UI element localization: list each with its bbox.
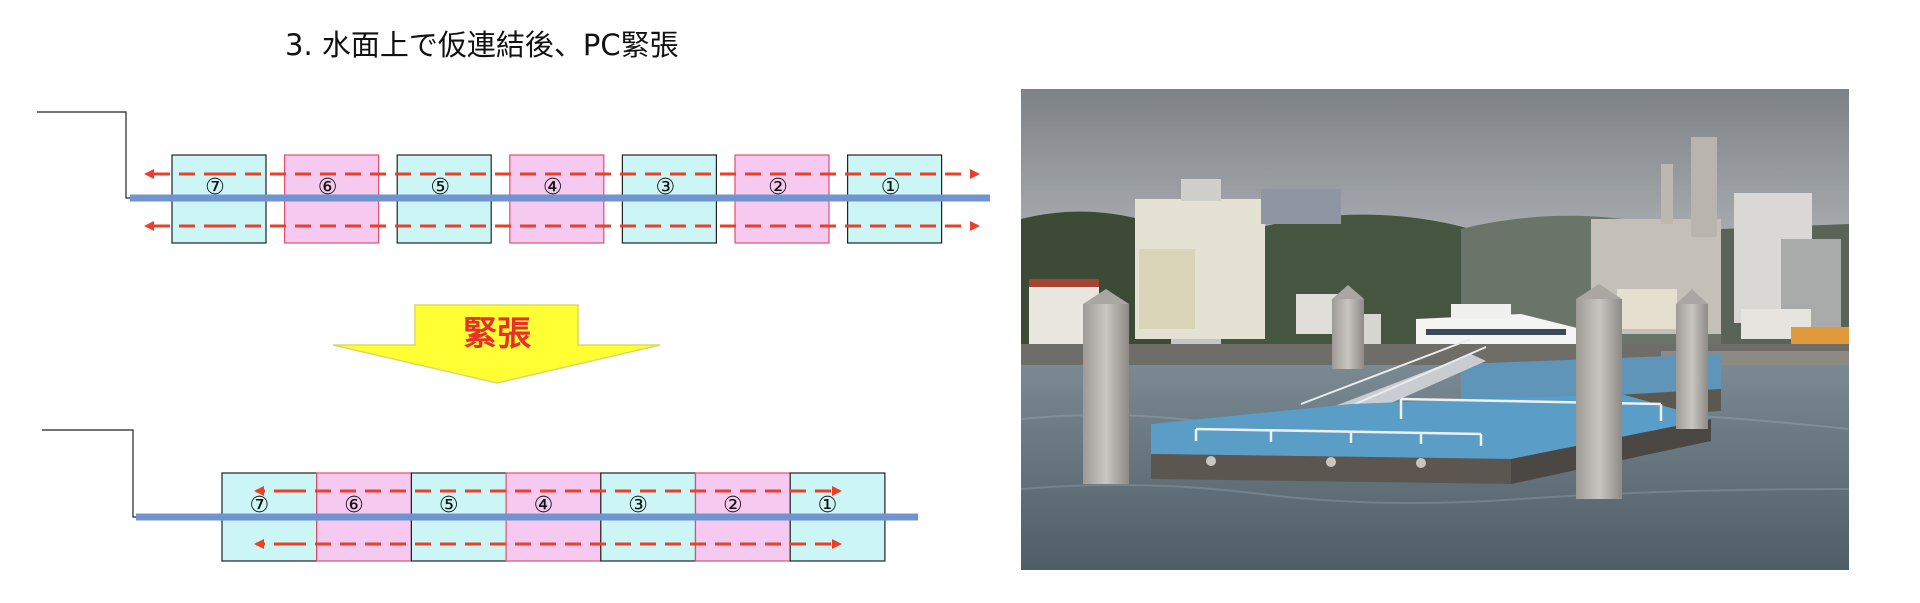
after-block-labels: ⑦ ⑥ ⑤ ④ ③ ② ① xyxy=(249,493,837,518)
slide-title: 3. 水面上で仮連結後、PC緊張 xyxy=(285,28,679,62)
before-block-label-4: ④ xyxy=(543,175,563,200)
floating-pier-photo xyxy=(1021,89,1849,570)
tension-step-label: 緊張 xyxy=(463,314,531,354)
before-block-label-2: ⑥ xyxy=(318,175,338,200)
after-block-label-1: ⑦ xyxy=(249,493,269,518)
before-block-label-5: ③ xyxy=(656,175,676,200)
quay-wall-line-before xyxy=(37,111,145,199)
after-block-label-5: ③ xyxy=(628,493,648,518)
after-block-label-6: ② xyxy=(723,493,743,518)
before-block-label-3: ⑤ xyxy=(430,175,450,200)
after-block-label-2: ⑥ xyxy=(344,493,364,518)
after-block-label-7: ① xyxy=(818,493,838,518)
quay-wall-line-after xyxy=(42,429,150,518)
before-block-labels: ⑦ ⑥ ⑤ ④ ③ ② ① xyxy=(205,175,900,200)
after-block-label-3: ⑤ xyxy=(439,493,459,518)
before-block-label-1: ⑦ xyxy=(205,175,225,200)
after-block-label-4: ④ xyxy=(534,493,554,518)
tension-step-arrow xyxy=(332,304,661,384)
pc-tension-diagram: ⑦ ⑥ ⑤ ④ ③ ② ① 緊張 ⑦ ⑥ ⑤ ④ ③ ② ① xyxy=(37,111,990,562)
before-block-label-6: ② xyxy=(768,175,788,200)
before-block-label-7: ① xyxy=(881,175,901,200)
